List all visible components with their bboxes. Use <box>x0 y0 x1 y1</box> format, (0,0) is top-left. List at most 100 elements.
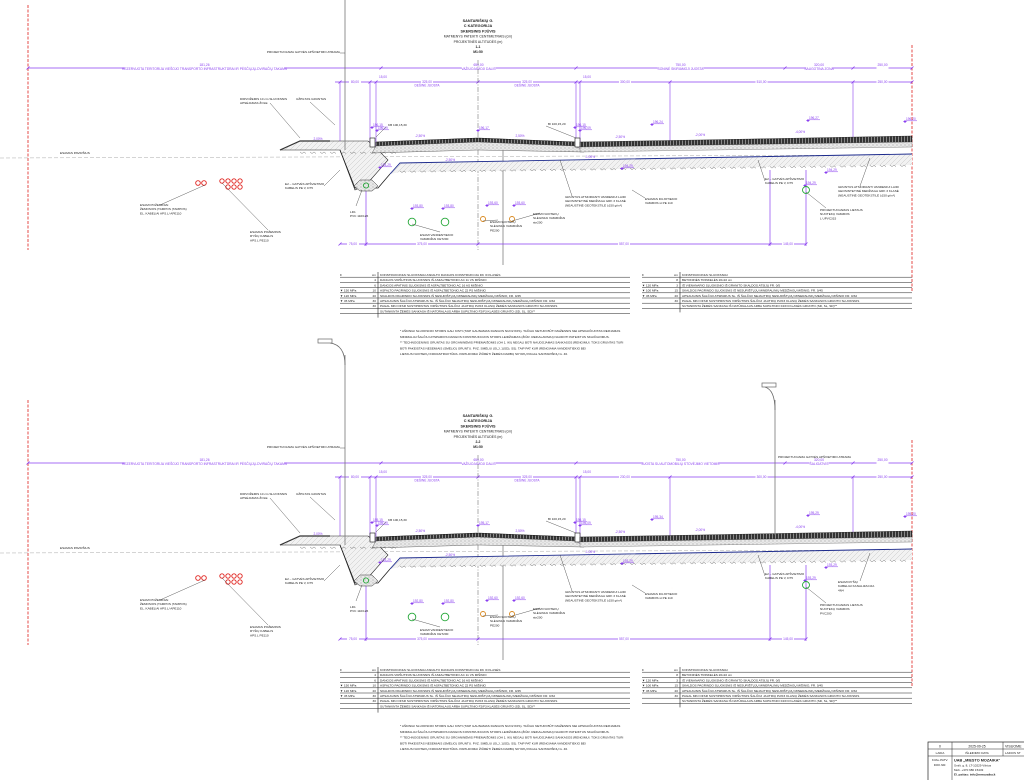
legend-thickness: 6 <box>374 283 376 287</box>
curb-bi-right <box>574 137 581 148</box>
callout-text: DIRVOŽEMIS 10 cm SLUOKSNIS <box>240 96 287 101</box>
ground-hatch <box>549 563 557 566</box>
dimension-value: 325,00 <box>422 475 432 479</box>
dimension-tick <box>26 461 30 465</box>
legend-thickness: 30 <box>373 699 377 703</box>
callout-text: KABELIS PE V, D75 <box>285 581 313 585</box>
legend-thickness: 20 <box>675 294 679 298</box>
elevation-marker: 196,09 <box>375 126 389 132</box>
dimension-value: 325,00 <box>422 80 432 84</box>
callout: ESAMAS PAVIRŠIUS <box>60 545 90 550</box>
dimension-label-bg <box>755 79 768 85</box>
dimension-value: 375,00 <box>417 242 427 246</box>
existing-cable-icon <box>237 184 243 190</box>
legend-thickness: 30 <box>675 694 679 698</box>
callout-text: SLĖGINIAI VAMZDŽIAI <box>490 223 522 228</box>
note-text: * AŠKINIAI SLUOKSNIO STORIS GALI KISTI (… <box>400 723 620 728</box>
section-title-line: PROJEKTINĖS ALTITUDĖS (m) <box>454 434 503 439</box>
existing-cable-icon <box>219 573 225 579</box>
elevation-value: 193,80 <box>413 204 423 208</box>
dimension-label-bg <box>124 62 285 70</box>
ground-hatch <box>809 165 817 168</box>
drain-pipe-ld1 <box>362 182 370 189</box>
slope-value: -2,50% <box>415 134 425 138</box>
projected-storm-pipe-icon <box>802 186 810 194</box>
dimension-value: 320,00 <box>814 458 824 462</box>
callout-leader <box>159 184 206 206</box>
callout-text: ESAMI POŽEMINIAI <box>140 597 169 602</box>
dimension-label-bg <box>416 241 428 247</box>
ground-hatch <box>479 169 487 172</box>
callout-leader <box>411 223 441 233</box>
callout-text: BI 100,15,20 <box>548 517 566 521</box>
elevation-marker: 196,15 <box>573 123 587 129</box>
ground-hatch <box>379 151 387 154</box>
callout: KB 100,15,30 <box>375 123 407 138</box>
callout-leader <box>805 191 827 209</box>
dimension-label-bg <box>124 457 285 465</box>
legend-thickness: 20 <box>373 689 377 693</box>
ground-hatch <box>399 565 407 568</box>
legend-thickness: 3 <box>676 678 678 682</box>
ground-hatch <box>669 167 677 170</box>
dimension-value: 650,00 <box>473 458 483 462</box>
elevation-marker: 195,15 <box>573 518 587 524</box>
ground-hatch <box>539 564 547 567</box>
section-title-line: M1:50 <box>473 50 483 54</box>
document-number-label: DOK.NR. <box>934 763 947 767</box>
elevation-triangle-icon <box>578 525 582 527</box>
elevation-value: 195,15 <box>373 518 383 522</box>
dimension-value: 145,00 <box>783 637 793 641</box>
dimension-label-bg <box>809 457 829 465</box>
callout-text: GRUNTUS ATSKIRIANTI VANDENIUI LAIDI <box>565 195 626 199</box>
section-title-line: SANTARIŠKIŲ G. <box>463 18 494 23</box>
elevation-value: 196,17 <box>479 126 489 130</box>
callout-text: GRUNTUS ATSKIRIANTI VANDENIUI LAIDI <box>838 185 899 189</box>
ground-hatch <box>459 565 467 568</box>
ground-hatch <box>709 167 717 170</box>
ground-hatch <box>499 564 507 567</box>
existing-sewer-pipe-icon <box>480 611 486 617</box>
legend-code: Σ <box>642 668 644 672</box>
callout-text: KB 100,15,30 <box>388 518 407 522</box>
elevation-marker: 195,09 <box>375 521 389 527</box>
elevation-triangle-icon <box>806 120 810 122</box>
callout-text: KABELIS PE V, D75 <box>765 576 793 580</box>
legend-code: ▼ 120 MPa <box>642 283 659 287</box>
ground-hatch <box>469 169 477 172</box>
ground-hatch <box>459 170 467 173</box>
ground-hatch <box>769 166 777 169</box>
callout-text: PVC 110/126 <box>350 609 368 613</box>
elevation-value: 192,60 <box>488 596 498 600</box>
dimension-label-bg <box>461 62 496 70</box>
dimension-tick <box>783 461 787 465</box>
ground-hatch <box>439 170 447 173</box>
dimension-value: 15,00 <box>583 470 591 474</box>
callout: GRUNTUS ATSKIRIANTI VANDENIUI LAIDIGEOSI… <box>559 159 626 207</box>
ground-hatch <box>789 561 797 564</box>
legend-thickness: 6 <box>374 678 376 682</box>
callout: UŽPILTAS GRUNTAS <box>296 491 336 521</box>
legend-layer-text: APSAUGINIS ŠALČIUI ATSPARUS SL. IŠ ŠALČI… <box>380 298 555 303</box>
ground-hatch <box>749 166 757 169</box>
dimension-label: DEŠINĖ JUOSTA <box>414 83 440 88</box>
dimension-tick <box>768 242 772 246</box>
callout-text: PROJEKTUOJAMAS LIETAUS <box>820 603 863 607</box>
ground-hatch <box>579 168 587 171</box>
elevation-triangle-icon <box>441 208 445 210</box>
elevation-value: 196,24 <box>653 120 663 124</box>
elevation-triangle-icon <box>824 567 828 569</box>
ground-hatch <box>559 168 567 171</box>
ground-hatch <box>299 546 307 549</box>
legend-layer-text: SKALDOS PAGRINDO SLUOKSNIS IŠ NESURIŠTŲJ… <box>380 688 521 693</box>
curb-kb-left <box>369 137 376 148</box>
ground-hatch <box>729 166 737 169</box>
ground-hatch <box>869 560 877 563</box>
dimension-tick <box>574 66 578 70</box>
dimension-label-bg <box>642 457 719 465</box>
existing-sewer-pipe-icon <box>509 216 515 222</box>
dimension-label: DEŠINĖ JUOSTA <box>414 478 440 483</box>
